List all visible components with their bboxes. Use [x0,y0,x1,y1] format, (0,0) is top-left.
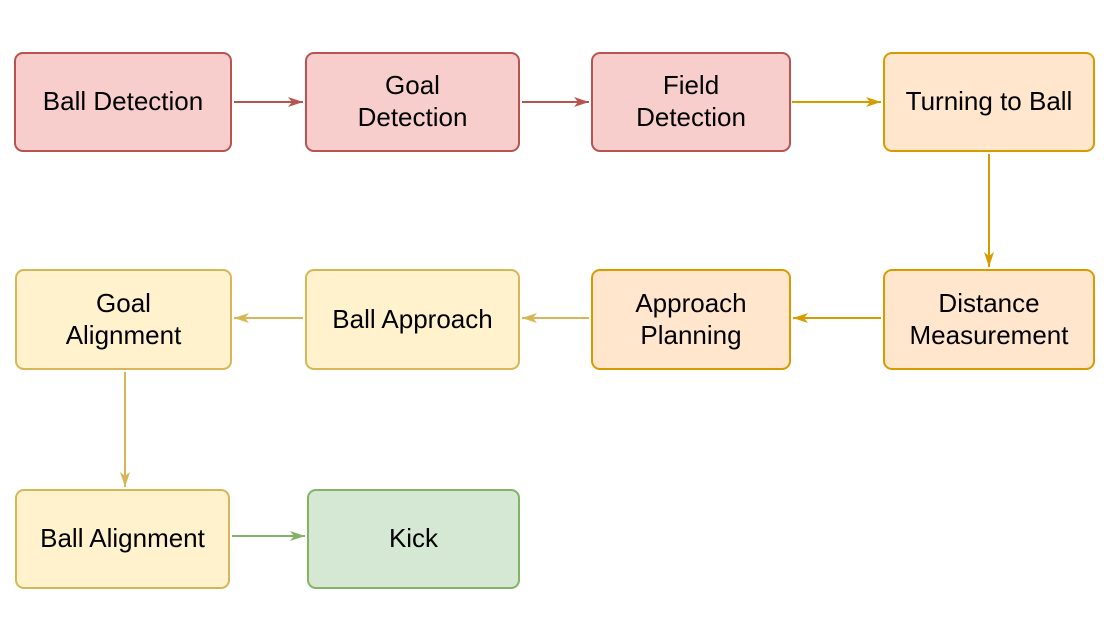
node-label: Detection [636,102,746,132]
node-label: Distance [938,287,1040,318]
node-ball-alignment: Ball Alignment [15,489,230,589]
node-label: Kick [388,523,439,554]
node-label: Ball Alignment [40,523,205,554]
node-kick: Kick [307,489,520,589]
node-label: Measurement [909,319,1069,350]
node-label: Field [662,70,720,101]
node-ball-detection: Ball Detection [14,52,232,152]
node-ball-approach: Ball Approach [305,269,520,370]
node-label: Ball Approach [332,303,493,334]
node-field-detection: Field Detection [591,52,791,152]
node-turning-to-ball: Turning to Ball [883,52,1095,152]
node-label: Approach [635,287,747,318]
node-label: Goal [96,287,151,318]
node-distance-measurement: Distance Measurement [883,269,1095,370]
node-label: Ball Detection [42,86,204,117]
node-goal-alignment: Goal Alignment [15,269,232,370]
node-label: Goal [385,70,440,101]
node-label: Planning [640,319,742,350]
node-goal-detection: Goal Detection [305,52,520,152]
node-label: Turning to Ball [905,86,1073,117]
node-label: Alignment [65,319,182,350]
node-approach-planning: Approach Planning [591,269,791,370]
node-label: Detection [357,102,468,132]
